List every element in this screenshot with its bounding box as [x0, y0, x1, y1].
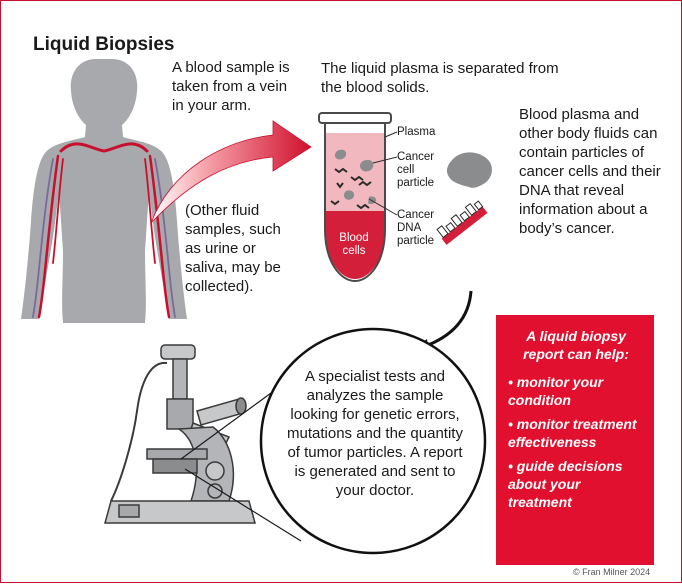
microscope-illustration — [105, 345, 255, 523]
credit-text: © Fran Milner 2024 — [573, 567, 650, 577]
cancer-cell-particle-icon — [447, 152, 492, 187]
page-title: Liquid Biopsies — [33, 33, 174, 57]
report-item: • monitor your condition — [508, 373, 644, 409]
body-fluids-text: Blood plasma and other body fluids can c… — [519, 105, 664, 238]
cancer-cell-label: Cancer cell particle — [397, 151, 439, 190]
report-item: • monitor treatment effectiveness — [508, 415, 644, 451]
plasma-separated-text: The liquid plasma is separated from the … — [321, 59, 561, 97]
report-box: A liquid biopsy report can help: • monit… — [496, 315, 654, 565]
report-item: • guide decisions about your treatment — [508, 457, 644, 511]
report-list: • monitor your condition • monitor treat… — [508, 373, 644, 511]
dna-particle-icon — [435, 199, 487, 245]
plasma-label: Plasma — [397, 126, 435, 139]
blood-sample-text: A blood sample is taken from a vein in y… — [172, 58, 302, 115]
blood-cells-label: Blood cells — [334, 232, 374, 258]
cancer-dna-label: Cancer DNA particle — [397, 209, 439, 248]
specialist-text: A specialist tests and analyzes the samp… — [287, 367, 463, 500]
other-fluids-text: (Other fluid samples, such as urine or s… — [185, 201, 295, 296]
report-box-title: A liquid biopsy report can help: — [508, 327, 644, 363]
human-body-figure — [21, 59, 187, 323]
